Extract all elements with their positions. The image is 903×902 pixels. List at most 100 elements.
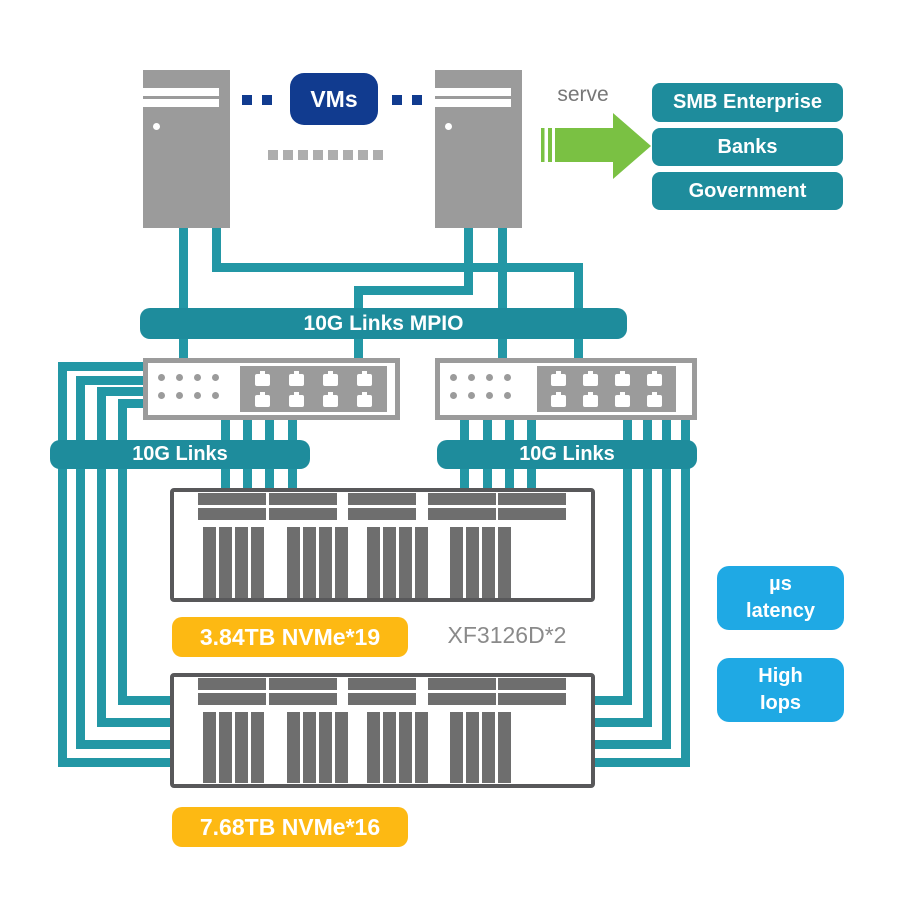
vm-dash-icon — [343, 150, 353, 160]
audience-box-government: Government — [652, 172, 843, 210]
drive-group — [450, 527, 511, 598]
vm-dash-icon — [242, 95, 252, 105]
connector-line — [574, 263, 583, 312]
drive-bar — [348, 678, 416, 690]
serve-label: serve — [557, 83, 609, 106]
drive-bar — [198, 678, 266, 690]
badge-line: High — [758, 665, 803, 687]
audience-label: SMB Enterprise — [673, 91, 822, 113]
connector-line — [179, 336, 188, 360]
vm-dash-icon — [262, 95, 272, 105]
ethernet-port-icon — [615, 371, 630, 386]
connector-line — [212, 228, 221, 272]
drive-bar — [348, 508, 416, 520]
connector-line — [498, 228, 507, 312]
ethernet-port-icon — [583, 371, 598, 386]
network-switch-icon — [435, 358, 697, 420]
connector-line — [97, 387, 143, 396]
storage-array-icon — [170, 673, 595, 788]
connector-line — [58, 758, 178, 767]
ethernet-port-icon — [615, 392, 630, 407]
mpio-links-bar: 10G Links MPIO — [140, 308, 627, 339]
connector-line — [118, 399, 127, 705]
vm-dash-icon — [358, 150, 368, 160]
storage-array-icon — [170, 488, 595, 602]
server-tower-icon — [435, 70, 522, 228]
server-stripe — [143, 99, 219, 107]
drive-group — [287, 712, 348, 783]
audience-label: Government — [688, 179, 807, 202]
connector-line — [354, 286, 473, 295]
connector-line — [643, 420, 652, 727]
connector-line — [623, 420, 632, 705]
drive-group — [203, 712, 264, 783]
drive-bar — [498, 508, 566, 520]
vm-dash-icon — [373, 150, 383, 160]
connector-line — [179, 228, 188, 312]
server-tower-icon — [143, 70, 230, 228]
ethernet-port-icon — [357, 371, 372, 386]
drive-bar — [269, 508, 337, 520]
switch-port-panel — [537, 366, 676, 412]
drive-group — [287, 527, 348, 598]
connector-line — [97, 387, 106, 727]
mpio-links-label: 10G Links MPIO — [303, 311, 464, 335]
switch-led-dots — [450, 374, 511, 399]
drive-bar — [348, 493, 416, 505]
server-stripe — [143, 88, 219, 96]
drive-bar — [269, 678, 337, 690]
ethernet-port-icon — [289, 371, 304, 386]
capacity-label-array1: 3.84TB NVMe*19 — [172, 617, 408, 657]
connector-line — [212, 263, 583, 272]
vms-label: VMs — [310, 85, 358, 112]
drive-bar — [198, 508, 266, 520]
ethernet-port-icon — [323, 392, 338, 407]
ethernet-port-icon — [647, 392, 662, 407]
connector-line — [498, 336, 507, 360]
latency-badge: µs latency — [717, 566, 844, 630]
ethernet-port-icon — [583, 392, 598, 407]
capacity-text: 7.68TB NVMe*16 — [199, 813, 381, 840]
drive-bar — [498, 493, 566, 505]
vm-dash-icon — [298, 150, 308, 160]
server-led — [445, 123, 452, 130]
connector-line — [118, 696, 178, 705]
connector-line — [587, 740, 671, 749]
ethernet-port-icon — [255, 371, 270, 386]
drive-bar — [348, 693, 416, 705]
drive-bar — [428, 693, 496, 705]
links-label: 10G Links — [132, 443, 228, 465]
ethernet-port-icon — [255, 392, 270, 407]
badge-line: latency — [746, 600, 815, 622]
switch-port-panel — [240, 366, 387, 412]
network-switch-icon — [143, 358, 400, 420]
connector-line — [587, 696, 632, 705]
drive-group — [367, 527, 428, 598]
drive-bar — [428, 678, 496, 690]
badge-line: Iops — [759, 692, 802, 714]
connector-line — [76, 376, 85, 749]
ethernet-port-icon — [323, 371, 338, 386]
drive-bar — [269, 693, 337, 705]
links-bar-right: 10G Links — [437, 440, 697, 469]
connector-line — [464, 228, 473, 295]
server-stripe — [435, 88, 511, 96]
server-led — [153, 123, 160, 130]
vm-dash-icon — [268, 150, 278, 160]
connector-line — [118, 399, 143, 408]
vm-dash-icon — [328, 150, 338, 160]
links-label: 10G Links — [519, 443, 615, 465]
server-stripe — [435, 99, 511, 107]
vm-dash-icon — [313, 150, 323, 160]
connector-line — [354, 336, 363, 360]
connector-line — [574, 336, 583, 360]
connector-line — [681, 420, 690, 767]
connector-line — [97, 718, 178, 727]
audience-box-smb: SMB Enterprise — [652, 83, 843, 122]
capacity-text: 3.84TB NVMe*19 — [199, 623, 381, 650]
badge-line: µs — [769, 573, 792, 595]
drive-bar — [198, 693, 266, 705]
ethernet-port-icon — [551, 371, 566, 386]
ethernet-port-icon — [289, 392, 304, 407]
